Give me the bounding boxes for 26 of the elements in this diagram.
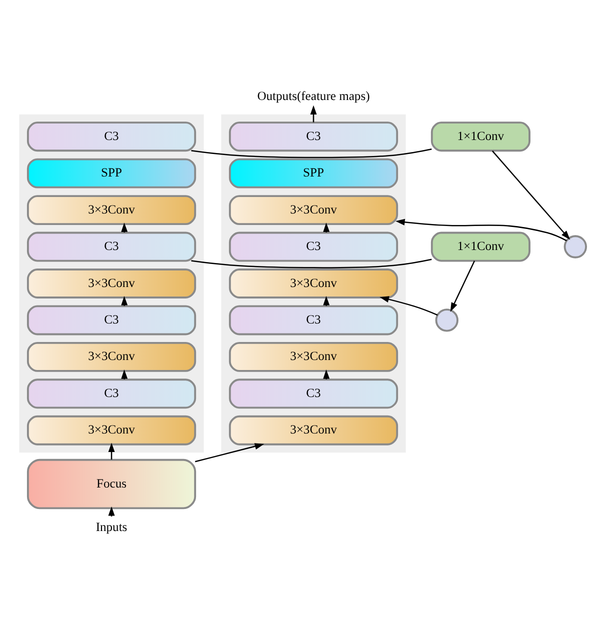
node-box: 3×3Conv [26, 268, 196, 298]
node-box: C3 [26, 121, 196, 152]
node-box: 3×3Conv [228, 414, 398, 445]
node-circle [564, 234, 587, 258]
arrow [194, 442, 264, 462]
node-box: 3×3Conv [228, 268, 398, 298]
connector [191, 258, 432, 268]
node-text: Inputs [96, 519, 128, 534]
arrow [395, 218, 567, 241]
node-box: 3×3Conv [26, 414, 196, 445]
node-box: 1×1Conv [430, 121, 530, 152]
arrow [492, 150, 570, 240]
arrow [380, 296, 438, 316]
node-box: 3×3Conv [228, 194, 398, 225]
node-box: SPP [228, 158, 398, 188]
node-box: 3×3Conv [228, 341, 398, 372]
node-text: Outputs(feature maps) [257, 88, 370, 102]
node-box: 1×1Conv [430, 231, 530, 262]
node-box: 3×3Conv [26, 341, 196, 372]
arrow [450, 260, 476, 312]
node-box: C3 [228, 121, 398, 152]
node-box: Focus [26, 458, 196, 509]
node-box: 3×3Conv [26, 194, 196, 225]
connector [191, 148, 432, 158]
node-box: SPP [26, 158, 196, 188]
node-circle [435, 308, 458, 332]
